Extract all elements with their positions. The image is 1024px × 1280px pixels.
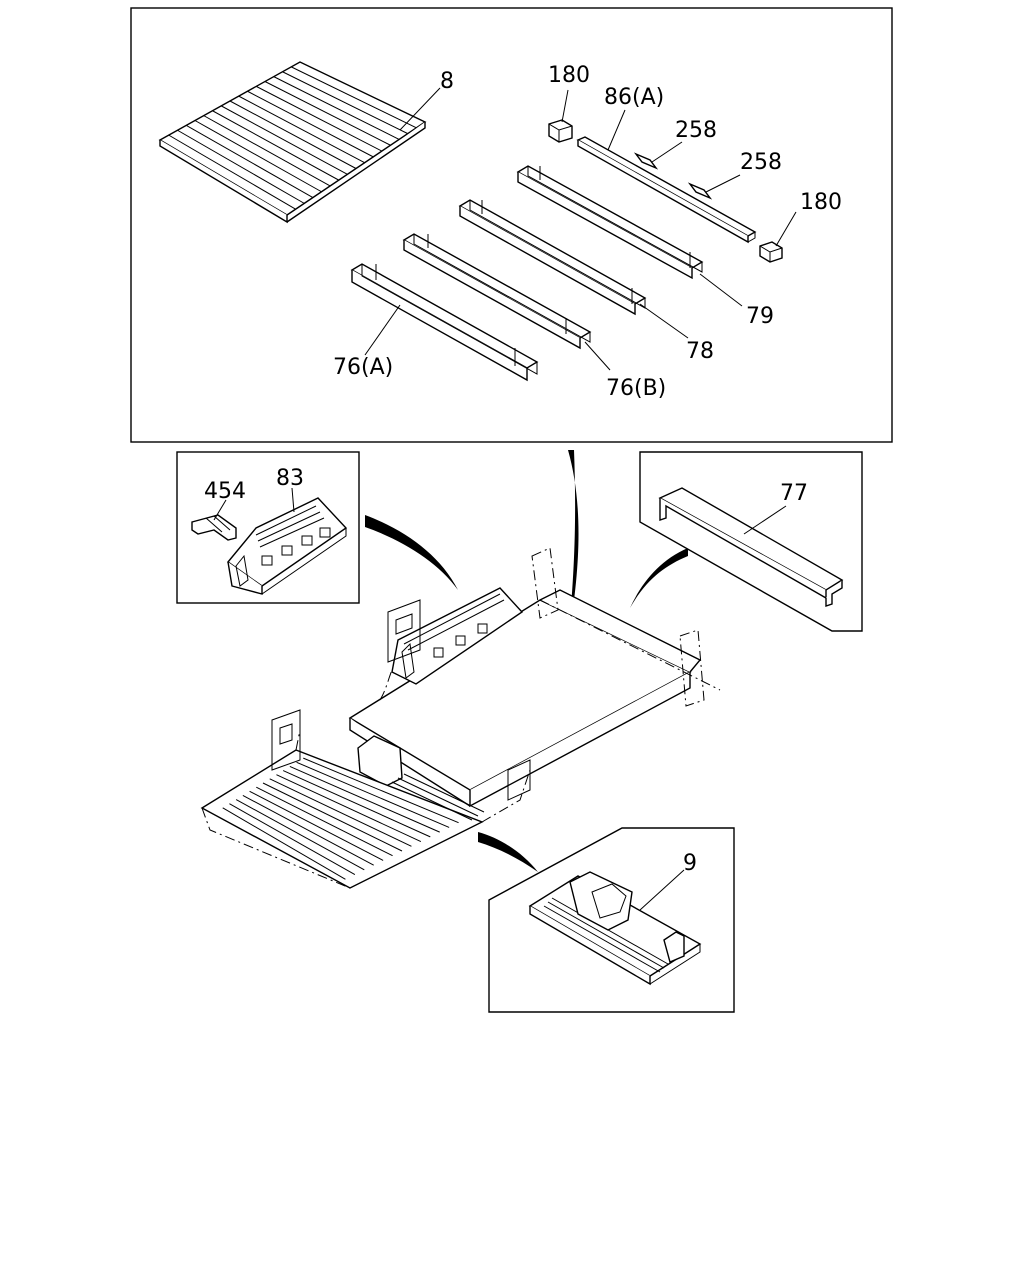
- cross-member-76a: [350, 263, 539, 382]
- floor-panel-8: [158, 61, 427, 224]
- label-cross-member-86a: 86(A): [604, 85, 664, 110]
- cross-member-79: [516, 165, 704, 280]
- label-retainer-2: 258: [740, 150, 782, 175]
- leader-454: [213, 499, 227, 521]
- floor-panel-rib: [221, 105, 348, 175]
- leader-83: [291, 487, 295, 513]
- front-floor-rib: [235, 799, 365, 871]
- label-cross-member-78: 78: [686, 339, 714, 364]
- front-floor-rib: [282, 770, 431, 838]
- floor-panel-rib: [203, 115, 331, 187]
- floor-panel-rib: [168, 134, 296, 210]
- floor-panel-rib: [247, 90, 374, 158]
- label-floor-panel: 8: [440, 69, 454, 94]
- front-floor-rib: [296, 761, 450, 828]
- front-floor-rib: [222, 807, 346, 880]
- label-cross-member-76b: 76(B): [606, 376, 666, 401]
- connector-arrows: [365, 450, 688, 872]
- cross-member-86a: [576, 136, 757, 244]
- floor-panel-rib: [291, 66, 417, 129]
- front-floor-rib: [276, 774, 422, 843]
- panel-9: [528, 871, 702, 986]
- floor-panel-rib: [229, 100, 357, 169]
- floor-panel-rib: [273, 76, 400, 140]
- front-floor-rib: [262, 782, 403, 852]
- label-clip-top: 180: [548, 63, 590, 88]
- clip-180-top: [548, 119, 573, 143]
- panel-83: [226, 497, 348, 595]
- leader-9: [639, 869, 685, 911]
- floor-panel-rib: [256, 85, 383, 152]
- floor-assembly: [200, 587, 702, 889]
- label-panel-9: 9: [683, 851, 697, 876]
- front-floor-rib: [242, 794, 374, 866]
- cross-member-76b: [402, 233, 592, 350]
- front-floor-rib: [269, 778, 412, 847]
- cross-member-78: [458, 199, 647, 316]
- label-panel-83: 83: [276, 466, 304, 491]
- floor-panel-rib: [194, 120, 322, 193]
- floor-panel-rib: [264, 81, 391, 146]
- label-cross-member-76a: 76(A): [333, 355, 393, 380]
- front-floor-rib: [229, 803, 356, 876]
- cross-member-77: [658, 487, 844, 607]
- floor-panel-rib: [212, 110, 339, 181]
- leader-77: [743, 505, 787, 535]
- retainer-258-b: [687, 182, 713, 200]
- floor-panel-rib: [186, 124, 314, 198]
- alignment-lines: [201, 547, 721, 889]
- top-leader-lines: [364, 87, 797, 371]
- floor-panel-rib: [282, 71, 408, 135]
- front-floor-rib: [303, 757, 459, 824]
- front-floor-rib: [289, 765, 440, 833]
- front-floor-rib: [256, 786, 393, 857]
- clip-180-right: [759, 241, 783, 263]
- label-bracket-454: 454: [204, 479, 246, 504]
- bracket-454: [191, 514, 237, 541]
- front-floor-rib: [249, 790, 384, 861]
- label-retainer-1: 258: [675, 118, 717, 143]
- label-cross-member-77: 77: [780, 481, 808, 506]
- floor-panel-rib: [177, 129, 305, 204]
- label-cross-member-79: 79: [746, 304, 774, 329]
- floor-panel-rib: [238, 95, 365, 164]
- label-clip-right: 180: [800, 190, 842, 215]
- retainer-258-a: [633, 152, 659, 170]
